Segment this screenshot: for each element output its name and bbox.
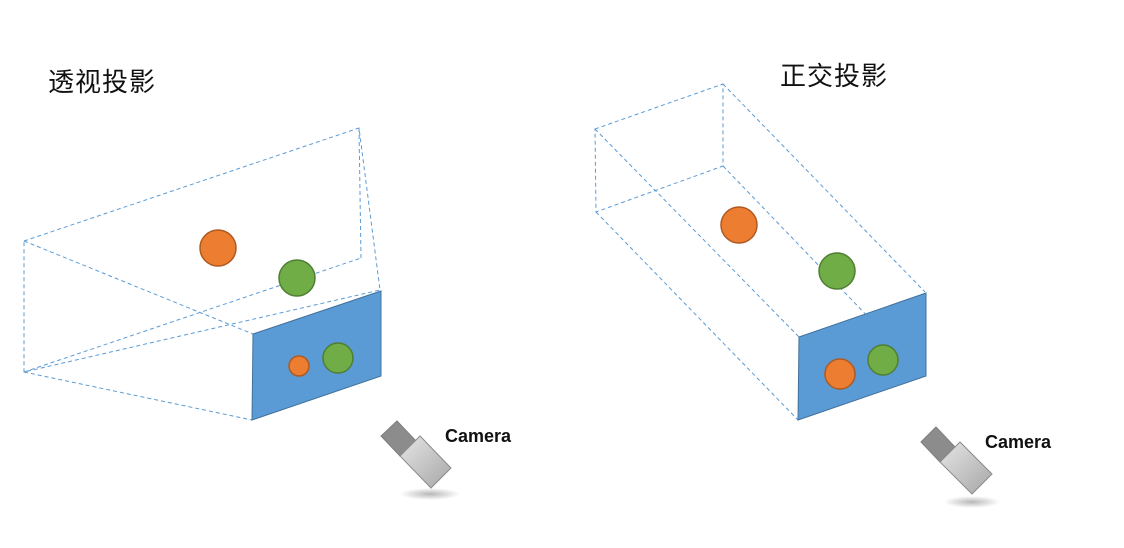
volume-edge-top-right (722, 83, 926, 293)
far-plane-inner-edge (358, 127, 362, 259)
orthographic-projection-plane (797, 292, 927, 421)
volume-edge-top-left (594, 128, 800, 338)
volume-edge-bottom-left (595, 211, 799, 421)
orthographic-title: 正交投影 (780, 62, 889, 92)
frustum-edge-bottom-left (23, 371, 253, 421)
orange-sphere (199, 229, 237, 267)
orthographic-volume (594, 83, 926, 421)
perspective-projection-plane (251, 290, 382, 421)
camera-label: Camera (445, 426, 512, 446)
far-plane-outline (23, 127, 381, 373)
frustum-edge-top-left (23, 240, 254, 335)
camera-icon (380, 420, 460, 500)
orange-sphere-projection (288, 355, 310, 377)
perspective-title: 透视投影 (48, 68, 157, 98)
camera-label: Camera (985, 432, 1052, 452)
green-sphere (278, 259, 316, 297)
orange-sphere-projection (824, 358, 856, 390)
orange-sphere (720, 206, 758, 244)
green-sphere-projection (322, 342, 354, 374)
camera-icon (920, 426, 1000, 508)
green-sphere (818, 252, 856, 290)
far-plane-outline (594, 83, 724, 213)
green-sphere-projection (867, 344, 899, 376)
